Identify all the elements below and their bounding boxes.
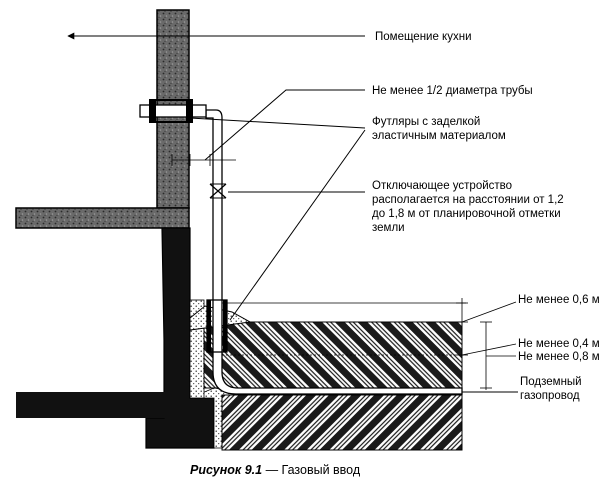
gas-pipe <box>205 109 463 395</box>
label-min-06: Не менее 0,6 м <box>518 294 600 306</box>
label-shutoff-2: располагается на расстоянии от 1,2 <box>372 194 564 206</box>
floor-slab <box>15 207 190 229</box>
label-kitchen: Помещение кухни <box>375 31 472 43</box>
foundation-footing <box>16 392 166 418</box>
label-half-diameter: Не менее 1/2 диаметра трубы <box>372 85 533 97</box>
label-sleeves-2: эластичным материалом <box>372 130 506 142</box>
label-shutoff-3: до 1,8 м от планировочной отметки <box>372 208 561 220</box>
caption-figure-number: Рисунок 9.1 <box>190 463 262 477</box>
sleeves-leader-wall <box>189 117 366 129</box>
half-diameter-leader <box>204 89 365 161</box>
dimension-lines <box>456 298 517 390</box>
label-min-04: Не менее 0,4 м <box>518 338 600 350</box>
figure-caption: Рисунок 9.1 — Газовый ввод <box>190 463 361 477</box>
shutoff-valve <box>209 183 227 199</box>
sleeves-leader-ground <box>229 129 366 321</box>
soil-lower <box>221 394 463 451</box>
label-shutoff-4: земли <box>372 222 405 234</box>
label-shutoff-1: Отключающее устройство <box>372 180 512 192</box>
label-underground-1: Подземный <box>520 376 582 388</box>
label-min-08: Не менее 0,8 м <box>518 351 600 363</box>
label-sleeves-1: Футляры с заделкой <box>372 116 480 128</box>
caption-title: — Газовый ввод <box>262 463 361 477</box>
label-underground-2: газопровод <box>520 390 580 402</box>
